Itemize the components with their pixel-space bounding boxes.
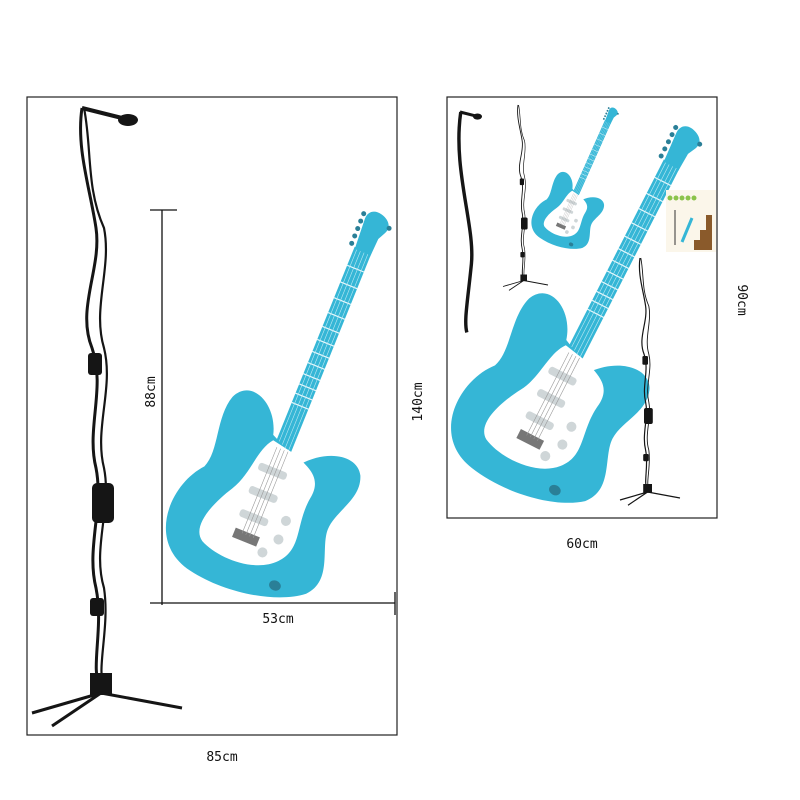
width-dimension-line <box>150 592 396 615</box>
guitar-right-large <box>431 89 767 528</box>
guitar-small <box>524 95 643 258</box>
left-panel-width-label: 85cm <box>206 750 237 765</box>
right-panel-width-label: 60cm <box>566 537 597 552</box>
package-thumbnail <box>666 190 716 252</box>
mic-stand-left <box>30 106 184 728</box>
right-panel-height-label: 90cm <box>734 284 749 315</box>
guitar-width-label: 53cm <box>262 612 293 627</box>
mic-stand-small-center <box>502 104 549 291</box>
mic-stand-small-left <box>457 110 483 333</box>
height-dimension-line <box>150 209 177 605</box>
guitar-height-label: 88cm <box>144 376 159 407</box>
left-panel-height-label: 140cm <box>411 382 426 421</box>
left-panel-frame <box>26 96 398 736</box>
right-panel-frame <box>446 96 718 519</box>
